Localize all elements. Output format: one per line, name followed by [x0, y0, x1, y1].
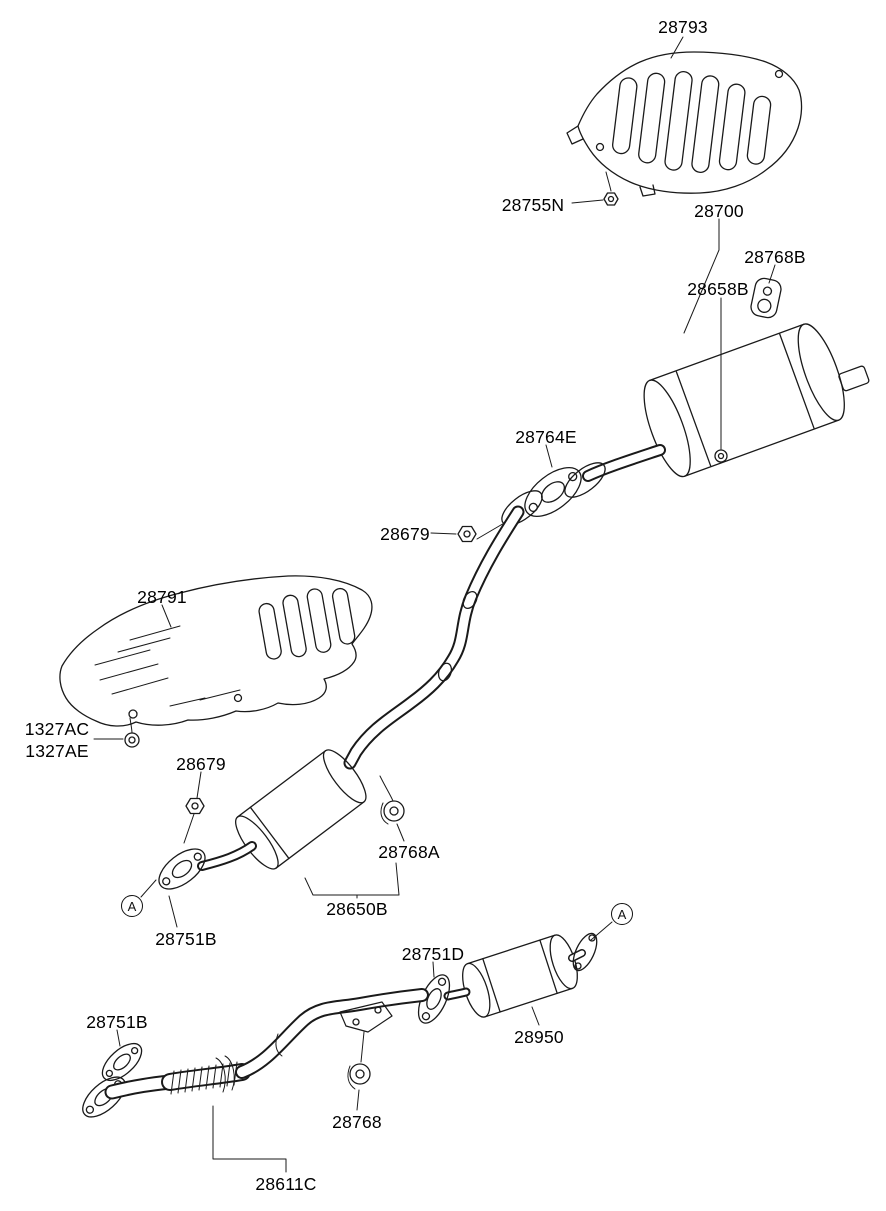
bolt-1327	[124, 732, 140, 748]
hanger-bracket-28768B	[750, 277, 782, 319]
hanger-28658B	[714, 449, 728, 463]
view-marker-a-left: A	[121, 895, 143, 917]
gasket-28751B-center	[158, 848, 206, 890]
part-label-28950: 28950	[514, 1027, 564, 1047]
part-label-28650B: 28650B	[326, 899, 388, 919]
nut-28679-upper	[457, 525, 477, 543]
main-muffler	[564, 323, 870, 498]
part-label-28700: 28700	[694, 201, 744, 221]
part-label-28751D: 28751D	[401, 944, 465, 964]
gasket-28751B-front	[101, 1042, 143, 1082]
part-label-28611C: 28611C	[255, 1174, 317, 1194]
upper-heat-shield	[566, 51, 803, 197]
part-label-28658B: 28658B	[687, 279, 749, 299]
hanger-28768A	[379, 775, 405, 825]
catalytic-converter	[443, 932, 598, 1018]
heat-shield-nut	[603, 192, 619, 206]
part-label-28755N: 28755N	[501, 195, 565, 215]
part-label-28679-lower: 28679	[176, 754, 226, 774]
part-label-1327AE: 1327AE	[25, 741, 89, 761]
view-marker-a-right: A	[611, 903, 633, 925]
part-label-28751B-center: 28751B	[155, 929, 217, 949]
nut-28679-lower	[185, 797, 205, 815]
part-label-28768: 28768	[332, 1112, 382, 1132]
leader-lines	[93, 36, 776, 1173]
part-label-28768B: 28768B	[744, 247, 806, 267]
part-label-28679-upper: 28679	[380, 524, 430, 544]
part-label-28791: 28791	[137, 587, 187, 607]
hanger-28768	[347, 1031, 371, 1090]
front-pipe	[82, 988, 429, 1118]
part-label-28764E: 28764E	[515, 427, 577, 447]
part-label-28768A: 28768A	[378, 842, 440, 862]
lower-heat-shield	[59, 575, 373, 734]
center-pipe	[343, 490, 543, 770]
part-label-28751B-front: 28751B	[86, 1012, 148, 1032]
center-muffler	[197, 749, 367, 871]
part-label-1327AC: 1327AC	[24, 719, 90, 739]
part-label-28793: 28793	[658, 17, 708, 37]
